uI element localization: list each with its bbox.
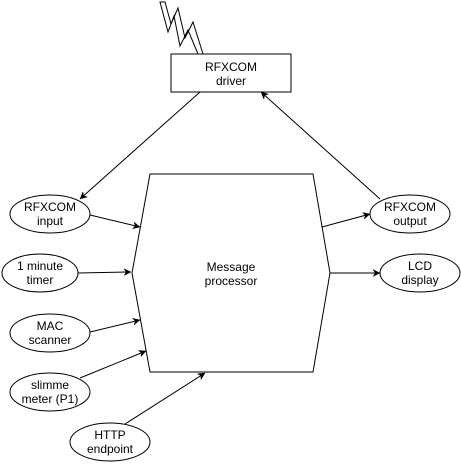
- edge-timer-to-processor: [77, 272, 131, 273]
- slimme-meter-label-line1: slimme: [31, 378, 69, 392]
- http-endpoint-node: HTTP endpoint: [69, 422, 151, 462]
- http-endpoint-label-line1: HTTP: [94, 428, 125, 442]
- rfxcom-input-label-line2: input: [37, 214, 64, 228]
- rfxcom-output-node: RFXCOM output: [369, 194, 451, 234]
- message-processor-label-line1: Message: [207, 260, 256, 274]
- rfxcom-input-label-line1: RFXCOM: [24, 200, 76, 214]
- message-processor-label-line2: processor: [205, 274, 258, 288]
- rfxcom-input-node: RFXCOM input: [9, 194, 91, 234]
- lcd-display-label-line1: LCD: [408, 259, 432, 273]
- edge-mac-scanner-to-processor: [89, 320, 140, 333]
- slimme-meter-label-line2: meter (P1): [22, 392, 79, 406]
- antenna-lightning-icon: [159, 1, 204, 55]
- lcd-display-node: LCD display: [379, 253, 461, 293]
- rfxcom-output-label-line2: output: [393, 214, 427, 228]
- edge-rfxcom-output-to-driver: [260, 91, 381, 200]
- edge-http-endpoint-to-processor: [124, 372, 205, 425]
- mac-scanner-node: MAC scanner: [9, 313, 91, 353]
- http-endpoint-label-line2: endpoint: [87, 442, 134, 456]
- edge-processor-to-rfxcom-output: [321, 214, 370, 228]
- edge-rfxcom-input-to-processor: [89, 214, 140, 227]
- edge-driver-to-rfxcom-input: [79, 91, 201, 200]
- timer-label-line1: 1 minute: [17, 259, 63, 273]
- timer-node: 1 minute timer: [1, 253, 79, 293]
- timer-label-line2: timer: [27, 273, 54, 287]
- rfxcom-driver-box: RFXCOM driver: [170, 53, 292, 93]
- mac-scanner-label-line2: scanner: [29, 333, 72, 347]
- mac-scanner-label-line1: MAC: [37, 319, 64, 333]
- lcd-display-label-line2: display: [401, 273, 438, 287]
- edge-slimme-meter-to-processor: [79, 351, 146, 379]
- rfxcom-driver-label-line1: RFXCOM: [205, 60, 257, 74]
- rfxcom-output-label-line1: RFXCOM: [384, 200, 436, 214]
- message-processor-node: Message processor: [131, 173, 331, 373]
- rfxcom-driver-label-line2: driver: [216, 74, 246, 88]
- slimme-meter-node: slimme meter (P1): [9, 372, 91, 412]
